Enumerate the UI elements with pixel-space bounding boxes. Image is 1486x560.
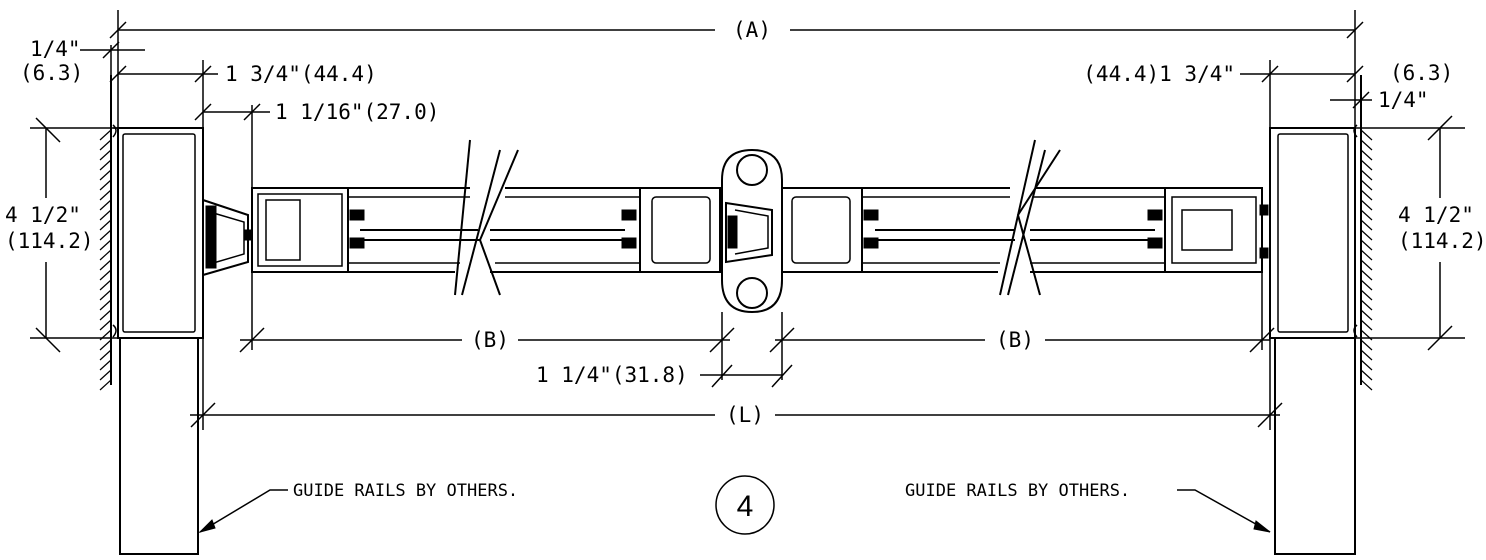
left-panel-section [251, 139, 721, 296]
dim-right-gap-in: 1/4" [1378, 88, 1429, 112]
detail-number-bubble: 4 [715, 475, 775, 535]
left-brush-seal [202, 198, 253, 277]
right-panel-section [781, 139, 1269, 296]
dim-panel-left-label: (B) [471, 328, 509, 352]
dim-left-height-mm: (114.2) [5, 229, 94, 253]
dim-length-label: (L) [726, 403, 764, 427]
dim-left-gap-in: 1/4" [30, 37, 81, 61]
note-left-guide-rail: GUIDE RAILS BY OTHERS. [293, 481, 518, 501]
dim-panel-right-label: (B) [996, 328, 1034, 352]
dim-right-height-mm: (114.2) [1398, 229, 1486, 253]
dim-left-rail-depth: 1 3/4"(44.4) [225, 62, 377, 86]
left-wall-hatching [99, 75, 112, 391]
dim-left-height-in: 4 1/2" [5, 203, 81, 227]
center-hinge [721, 148, 783, 314]
dim-overall-label: (A) [733, 18, 771, 42]
dim-center-gap-label: 1 1/4"(31.8) [536, 363, 688, 387]
dim-right-height-in: 4 1/2" [1398, 203, 1474, 227]
left-guide-rail [112, 124, 204, 555]
detail-number: 4 [737, 490, 754, 523]
note-leaders [198, 489, 1271, 533]
dim-left-gap-mm: (6.3) [20, 61, 83, 85]
dim-right-rail-depth: (44.4)1 3/4" [1083, 62, 1235, 86]
dim-right-gap-mm: (6.3) [1390, 61, 1453, 85]
dim-left-clearance: 1 1/16"(27.0) [275, 100, 439, 124]
right-wall-hatching [1360, 75, 1373, 391]
dimension-lines [30, 10, 1465, 430]
right-guide-rail [1269, 124, 1358, 555]
note-right-guide-rail: GUIDE RAILS BY OTHERS. [905, 481, 1130, 501]
